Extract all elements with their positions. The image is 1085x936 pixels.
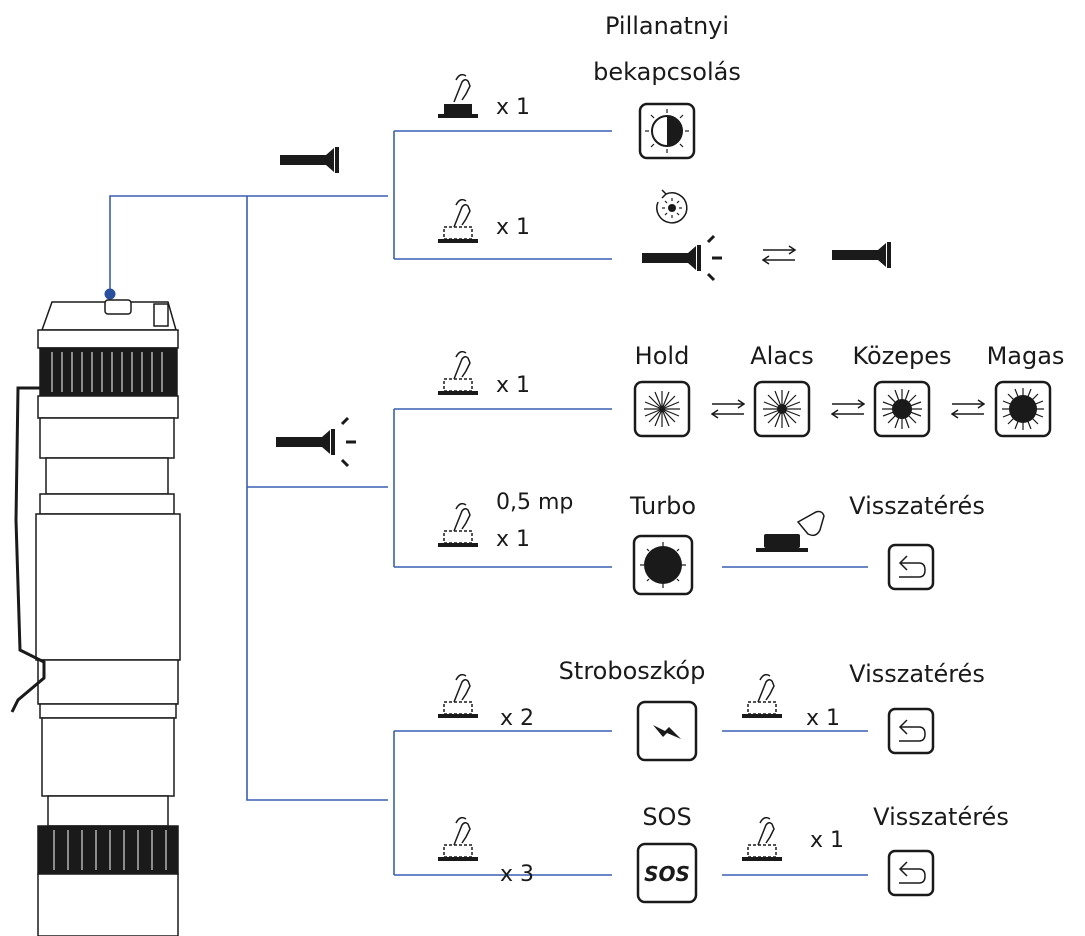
strobe-return-click-icon	[741, 673, 783, 719]
return-strobe-label: Visszatérés	[849, 660, 985, 688]
return-turbo-icon	[887, 543, 935, 591]
magas-label: Magas	[986, 342, 1065, 370]
count-strobe: x 2	[500, 706, 535, 731]
triple-click-button-icon	[437, 816, 479, 862]
strobe-label: Stroboszkóp	[558, 657, 706, 685]
cycle-rotate-icon	[656, 189, 688, 224]
click-button-icon	[437, 350, 479, 396]
turbo-label: Turbo	[629, 492, 696, 520]
hold-mode-icon	[633, 380, 691, 438]
strobe-mode-icon	[636, 700, 698, 762]
flashlight-body	[10, 299, 181, 936]
swap-arrows-icon	[762, 245, 796, 265]
count-toggle-blink: x 1	[496, 215, 531, 240]
kozepes-label: Közepes	[852, 342, 952, 370]
torch-steady-icon	[832, 242, 891, 268]
return-sos-label: Visszatérés	[873, 803, 1009, 831]
press-button-icon	[437, 73, 479, 119]
release-button-icon	[756, 510, 825, 552]
magas-mode-icon	[994, 380, 1052, 438]
alacs-mode-icon	[753, 380, 811, 438]
half-press-button-icon	[437, 198, 479, 244]
count-sos: x 3	[500, 862, 535, 887]
return-turbo-label: Visszatérés	[849, 492, 985, 520]
count-turbo: x 1	[496, 527, 531, 552]
torch-blink-icon	[642, 234, 722, 282]
turbo-mode-icon	[632, 534, 694, 596]
sos-label: SOS	[642, 803, 692, 831]
arrows-alacs-kozepes	[831, 399, 865, 419]
return-strobe-icon	[887, 707, 935, 755]
count-turbo-time: 0,5 mp	[496, 490, 574, 515]
arrows-hold-alacs	[711, 399, 745, 419]
count-cycle-modes: x 1	[496, 373, 531, 398]
sos-icon-text: SOS	[644, 862, 690, 886]
hold-label: Hold	[634, 342, 690, 370]
arrows-kozepes-magas	[951, 399, 985, 419]
momentary-label-line1: Pillanatnyi	[604, 12, 730, 40]
return-sos-icon	[887, 849, 935, 897]
torch-on-icon	[280, 147, 339, 173]
double-click-button-icon	[437, 673, 479, 719]
sos-return-click-icon	[741, 816, 783, 862]
count-momentary: x 1	[496, 95, 531, 120]
click-hold-button-icon	[437, 502, 479, 548]
kozepes-mode-icon	[873, 380, 931, 438]
sos-mode-icon	[636, 842, 698, 904]
torch-beam-icon	[276, 416, 356, 468]
count-sos-return: x 1	[810, 828, 845, 853]
alacs-label: Alacs	[750, 342, 814, 370]
count-strobe-return: x 1	[806, 706, 841, 731]
momentary-label-line2: bekapcsolás	[593, 58, 741, 86]
momentary-icon	[638, 102, 696, 160]
connector-lines	[104, 130, 868, 876]
